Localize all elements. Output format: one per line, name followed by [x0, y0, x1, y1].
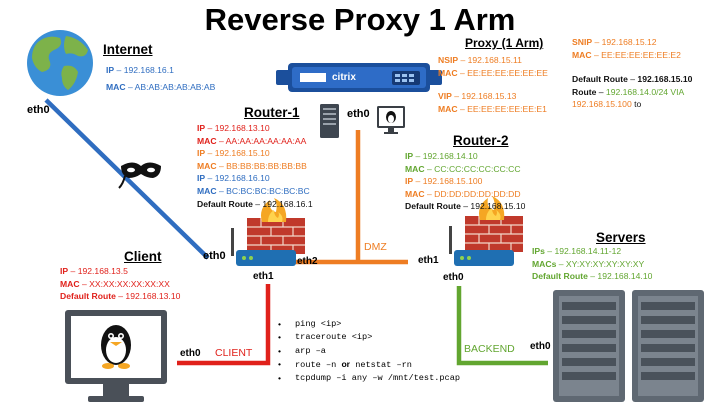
command-item: tcpdump –i any –w /mnt/test.pcap — [278, 372, 460, 386]
router-1-eth2-label: eth2 — [297, 256, 318, 267]
router-1-info-line: IP – 192.168.16.10 — [197, 173, 270, 184]
router-1-eth0-label: eth0 — [203, 250, 226, 262]
backend-segment-label: BACKEND — [464, 343, 515, 355]
command-item: ping <ip> — [278, 318, 460, 332]
router-2-info-line: Default Route – 192.168.15.10 — [405, 201, 526, 212]
client-monitor-icon — [65, 310, 167, 402]
internet-info: IP – 192.168.16.1 MAC – AB:AB:AB:AB:AB:A… — [106, 65, 216, 92]
router-2-header: Router-2 — [453, 133, 509, 148]
client-info: IP – 192.168.13.5 MAC – XX:XX:XX:XX:XX:X… — [60, 266, 181, 302]
command-list: ping <ip> traceroute <ip> arp –a route –… — [278, 318, 460, 386]
router-1-info-line: IP – 192.168.15.10 — [197, 148, 270, 159]
router-1-header: Router-1 — [244, 105, 300, 120]
router-1-info-line: MAC – BC:BC:BC:BC:BC:BC — [197, 185, 310, 196]
citrix-logo: citrix — [332, 72, 356, 83]
client-segment-label: CLIENT — [215, 347, 253, 359]
router-2-icon — [449, 196, 523, 266]
command-item: arp –a — [278, 345, 460, 359]
snip-info: SNIP – 192.168.15.12 MAC – EE:EE:EE:EE:E… — [572, 37, 693, 110]
dmz-link — [295, 130, 408, 265]
router-2-info-line: MAC – DD:DD:DD:DD:DD:DD — [405, 188, 521, 199]
servers-eth0-label: eth0 — [530, 341, 551, 352]
small-server-icon — [320, 104, 339, 138]
router-2-info-line: IP – 192.168.14.10 — [405, 151, 478, 161]
router-1-info-line: Default Route – 192.168.16.1 — [197, 198, 313, 209]
command-item: traceroute <ip> — [278, 331, 460, 345]
router-1-info-line: MAC – BB:BB:BB:BB:BB:BB — [197, 160, 307, 171]
servers-info: IPs – 192.168.14.11-12 MACs – XY:XY:XY:X… — [532, 246, 653, 282]
internet-eth0-label: eth0 — [27, 104, 50, 116]
page-title: Reverse Proxy 1 Arm — [204, 2, 516, 37]
router-1-icon — [231, 198, 305, 266]
servers-header: Servers — [596, 230, 646, 245]
proxy-eth0-label: eth0 — [347, 108, 370, 120]
internet-link — [44, 98, 210, 260]
server-rack-icon — [632, 290, 704, 402]
masquerade-mask-icon — [118, 162, 161, 189]
internet-header: Internet — [103, 42, 153, 57]
router-2-info-line: MAC – CC:CC:CC:CC:CC:CC — [405, 163, 521, 174]
router-2-eth1-label: eth1 — [418, 255, 439, 266]
router-1-info-line: MAC – AA:AA:AA:AA:AA:AA — [197, 135, 307, 146]
router-2-eth0-label: eth0 — [443, 272, 464, 283]
proxy-header: Proxy (1 Arm) — [465, 36, 544, 50]
linux-monitor-small-icon — [377, 106, 405, 134]
proxy-info: NSIP – 192.168.15.11 MAC – EE:EE:EE:EE:E… — [438, 55, 548, 114]
client-header: Client — [124, 249, 162, 264]
command-item: route –n or netstat –rn — [278, 358, 460, 372]
client-eth0-label: eth0 — [180, 348, 201, 359]
router-1-info-line: IP – 192.168.13.10 — [197, 123, 270, 133]
router-1-eth1-label: eth1 — [253, 271, 274, 282]
client-link — [177, 284, 271, 366]
globe-icon — [27, 30, 93, 96]
server-rack-icon — [553, 290, 625, 402]
router-2-info-line: IP – 192.168.15.100 — [405, 176, 483, 187]
citrix-appliance-icon — [276, 63, 442, 92]
dmz-label: DMZ — [364, 241, 387, 253]
